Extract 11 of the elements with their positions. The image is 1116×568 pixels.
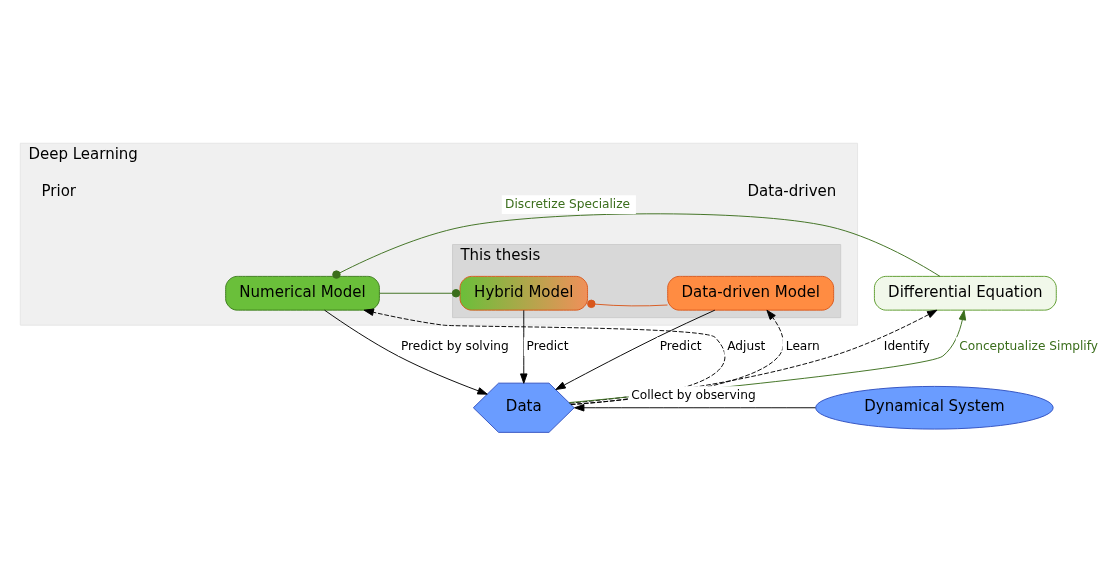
edge-label: Predict xyxy=(526,338,569,353)
edge-label: Adjust xyxy=(727,338,766,353)
label: Prior xyxy=(41,181,77,200)
edge-label: Predict xyxy=(659,338,702,353)
edge-label: Learn xyxy=(785,338,820,353)
label: Data-driven xyxy=(747,181,837,200)
edge-label: Conceptualize Simplify xyxy=(959,338,1099,353)
edge-label: Predict by solving xyxy=(400,338,509,353)
edge-label: Identify xyxy=(883,338,930,353)
edge-label: Collect by observing xyxy=(631,387,756,402)
edge-label: Discretize Specialize xyxy=(505,196,631,211)
